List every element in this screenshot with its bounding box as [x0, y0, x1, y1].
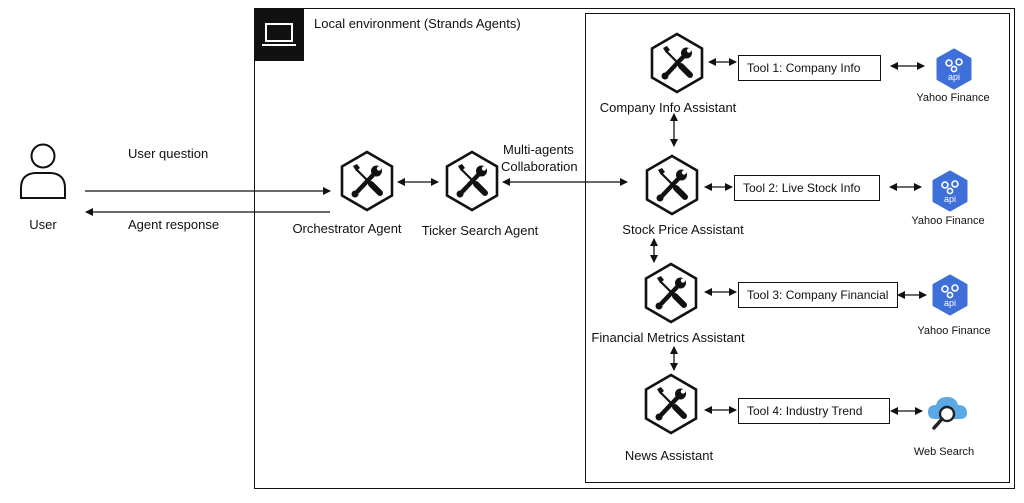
svg-text:api: api	[944, 194, 956, 204]
collaboration-label-line1: Multi-agents	[503, 142, 574, 157]
assistants-group-frame	[585, 13, 1010, 483]
ticker-agent-icon	[441, 150, 503, 212]
local-environment-frame	[254, 8, 1015, 489]
laptop-icon	[262, 23, 296, 46]
tool-1-box: Tool 1: Company Info	[738, 55, 881, 81]
user-question-label: User question	[128, 146, 209, 161]
tool-3-box: Tool 3: Company Financial	[738, 282, 898, 308]
yahoo-finance-label-2: Yahoo Finance	[911, 215, 985, 227]
api-icon: api	[932, 274, 968, 316]
yahoo-finance-label-1: Yahoo Finance	[916, 92, 990, 104]
company-info-label: Company Info Assistant	[599, 100, 737, 115]
orchestrator-agent-icon	[336, 150, 398, 212]
stock-price-agent-icon	[641, 154, 703, 216]
collaboration-label-line2: Collaboration	[501, 159, 578, 174]
svg-text:api: api	[944, 298, 956, 308]
news-assistant-label: News Assistant	[624, 448, 714, 463]
news-agent-icon	[640, 373, 702, 435]
orchestrator-agent-label: Orchestrator Agent	[292, 221, 402, 236]
financial-metrics-agent-icon	[640, 262, 702, 324]
stock-price-label: Stock Price Assistant	[622, 222, 744, 237]
tool-4-box: Tool 4: Industry Trend	[738, 398, 890, 424]
yahoo-finance-label-3: Yahoo Finance	[917, 325, 991, 337]
company-info-agent-icon	[646, 32, 708, 94]
ticker-agent-label: Ticker Search Agent	[421, 223, 539, 238]
svg-text:api: api	[948, 72, 960, 82]
environment-title: Local environment (Strands Agents)	[314, 16, 521, 31]
api-icon: api	[932, 170, 968, 212]
web-search-label: Web Search	[913, 446, 975, 458]
user-label: User	[29, 217, 57, 232]
user-icon	[20, 143, 66, 199]
agent-response-label: Agent response	[128, 217, 220, 232]
financial-metrics-label: Financial Metrics Assistant	[591, 330, 745, 345]
laptop-badge	[254, 8, 304, 61]
tool-2-box: Tool 2: Live Stock Info	[734, 175, 880, 201]
api-icon: api	[936, 48, 972, 90]
cloud-search-icon	[928, 397, 967, 430]
